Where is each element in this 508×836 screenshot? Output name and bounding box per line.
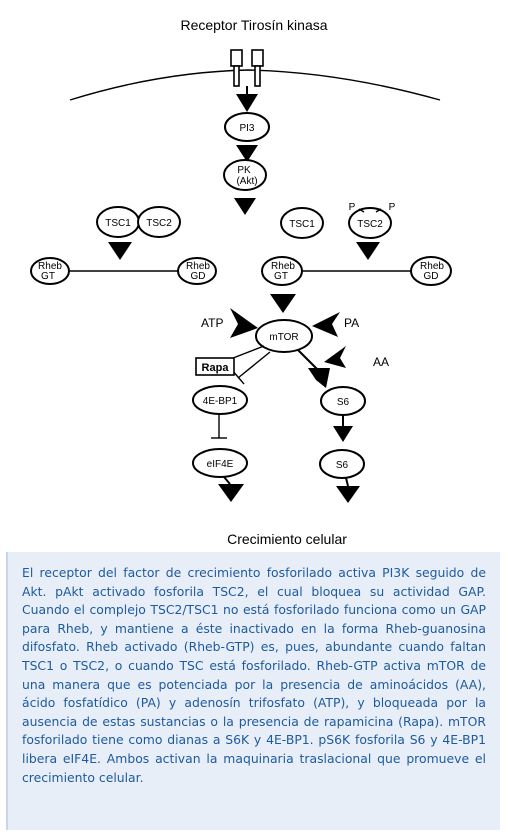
node-eif4e: eIF4E	[192, 448, 248, 478]
svg-text:GD: GD	[424, 271, 439, 282]
node-tsc1-right: TSC1	[280, 207, 324, 239]
caption-text: El receptor del factor de crecimiento fo…	[22, 565, 486, 785]
arrow-aa	[324, 346, 346, 368]
svg-text:PI3: PI3	[239, 123, 254, 134]
svg-text:Rheb: Rheb	[420, 261, 444, 272]
svg-text:S6: S6	[337, 397, 350, 408]
svg-text:(Akt): (Akt)	[236, 176, 257, 187]
node-4ebp1: 4E-BP1	[192, 385, 248, 415]
arrow-atp	[230, 308, 258, 338]
arrow-rheb-mtor	[270, 294, 296, 313]
svg-text:PK: PK	[237, 165, 251, 176]
svg-text:S6: S6	[336, 460, 349, 471]
cell-membrane	[69, 69, 441, 101]
svg-text:GD: GD	[191, 271, 206, 282]
arrow-pk-down	[234, 198, 256, 215]
svg-text:TSC2: TSC2	[146, 218, 172, 229]
node-pk-akt: PK (Akt)	[223, 159, 267, 191]
svg-text:mTOR: mTOR	[269, 332, 298, 343]
node-s6-bottom: S6	[319, 449, 365, 479]
node-tsc2-left: TSC2	[137, 206, 181, 238]
node-rheb-gt-right: Rheb GT	[261, 256, 303, 286]
label-atp: ATP	[201, 316, 223, 330]
svg-text:TSC2: TSC2	[357, 219, 383, 230]
arrow-tsc-right	[356, 242, 380, 260]
label-rapa: Rapa	[202, 362, 230, 374]
label-pa: PA	[344, 316, 359, 330]
svg-text:Rheb: Rheb	[271, 261, 295, 272]
figure-caption: El receptor del factor de crecimiento fo…	[6, 552, 500, 830]
line-s6-growth	[345, 477, 349, 487]
receptor-icon	[230, 49, 264, 87]
node-rheb-gd-left: Rheb GD	[177, 257, 217, 285]
svg-text:4E-BP1: 4E-BP1	[203, 396, 238, 407]
svg-text:GT: GT	[274, 271, 288, 282]
arrow-s6-s6	[333, 426, 353, 442]
line-mtor-s6	[297, 349, 319, 371]
phospho-marks: P P	[349, 202, 396, 213]
svg-text:GT: GT	[41, 271, 55, 282]
svg-text:Rheb: Rheb	[186, 261, 210, 272]
label-aa: AA	[373, 355, 389, 369]
svg-text:TSC1: TSC1	[105, 218, 131, 229]
rapa-box: Rapa	[195, 357, 235, 376]
svg-text:eIF4E: eIF4E	[207, 459, 234, 470]
line-mtor-4ebp1-b	[237, 351, 271, 379]
svg-text:TSC1: TSC1	[289, 219, 315, 230]
node-tsc1-left: TSC1	[96, 206, 140, 238]
node-pi3: PI3	[224, 112, 270, 142]
signaling-diagram: Receptor Tirosín kinasa PI3 PK (Akt)	[30, 17, 452, 547]
node-tsc2-right: TSC2	[348, 207, 392, 239]
line-eif4e-growth	[223, 476, 231, 485]
arrow-tsc-left	[108, 242, 132, 260]
svg-text:Rheb: Rheb	[38, 261, 62, 272]
phospho-label-1: P	[349, 202, 356, 213]
arrow-pa	[312, 312, 340, 337]
arrow-receptor-pi3	[236, 94, 258, 112]
node-rheb-gd-right: Rheb GD	[410, 256, 452, 286]
diagram-title: Receptor Tirosín kinasa	[180, 17, 327, 33]
node-rheb-gt-left: Rheb GT	[30, 257, 70, 285]
phospho-label-2: P	[389, 202, 396, 213]
arrow-s6-growth	[336, 486, 360, 503]
node-s6-top: S6	[320, 386, 366, 416]
node-mtor: mTOR	[255, 319, 313, 353]
arrow-mtor-s6	[308, 368, 330, 388]
arrow-pi3-pk	[236, 145, 258, 162]
arrow-eif4e-growth	[218, 484, 244, 502]
growth-label: Crecimiento celular	[227, 531, 347, 547]
